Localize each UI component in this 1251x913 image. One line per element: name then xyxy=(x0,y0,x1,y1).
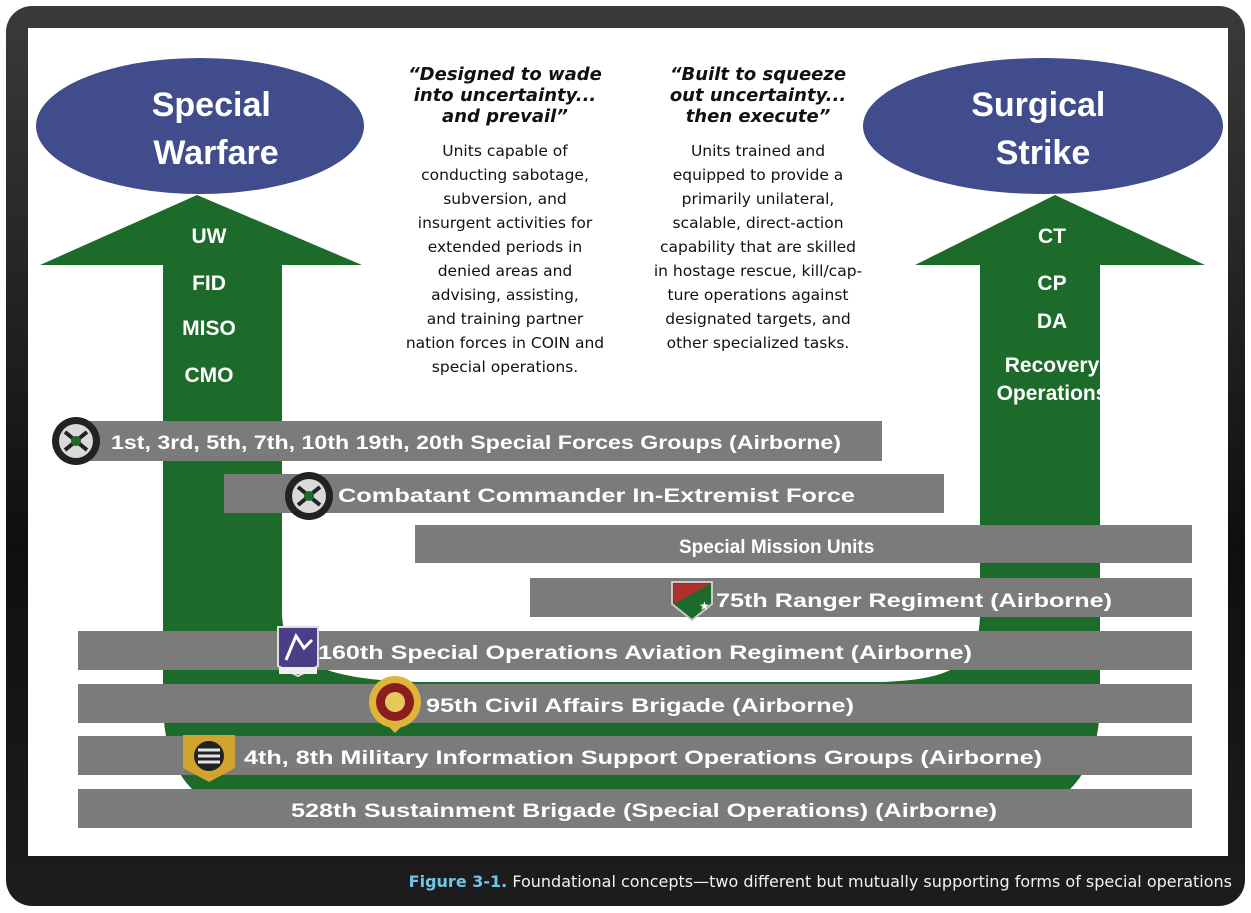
sw-body-line8: and training partner xyxy=(426,310,584,328)
sw-body-line1: Units capable of xyxy=(442,142,568,160)
ss-body-line3: primarily unilateral, xyxy=(681,190,835,208)
sw-item-uw: UW xyxy=(192,225,227,248)
sw-body-line9: nation forces in COIN and xyxy=(405,334,605,352)
ss-body-line8: designated targets, and xyxy=(665,310,851,328)
sw-item-miso: MISO xyxy=(182,317,236,340)
bar-1-label: 1st, 3rd, 5th, 7th, 10th 19th, 20th Spec… xyxy=(111,433,841,454)
ranger-insignia-icon: ★ xyxy=(671,581,713,622)
civil-affairs-insignia-icon xyxy=(369,676,421,733)
ss-quote-line3: then execute” xyxy=(685,106,831,127)
bar-2-label: Combatant Commander In-Extremist Force xyxy=(338,486,855,507)
bar-6 xyxy=(78,684,1192,723)
ss-item-cp: CP xyxy=(1037,272,1066,295)
bar-4 xyxy=(530,578,1192,617)
bar-3 xyxy=(415,525,1192,563)
svg-text:★: ★ xyxy=(699,599,710,613)
sw-body-line3: subversion, and xyxy=(443,190,567,208)
bar-5-label: 160th Special Operations Aviation Regime… xyxy=(318,643,972,664)
ss-body-line6: in hostage rescue, kill/cap- xyxy=(653,262,863,280)
surgical-strike-title-line2: Strike xyxy=(996,134,1091,172)
ss-body-line4: scalable, direct-action xyxy=(672,214,844,232)
ss-item-recovery: Recovery xyxy=(1005,354,1100,377)
bar-7 xyxy=(78,736,1192,775)
sw-item-cmo: CMO xyxy=(185,364,234,387)
sw-body-line6: denied areas and xyxy=(437,262,573,280)
figure-caption: Figure 3-1. Foundational concepts—two di… xyxy=(0,872,1232,891)
sw-quote-line2: into uncertainty... xyxy=(413,85,597,106)
bar-5 xyxy=(78,631,1192,670)
special-warfare-title-line2: Warfare xyxy=(153,134,278,172)
ss-quote-line1: “Built to squeeze xyxy=(669,64,847,85)
ss-body-line7: ture operations against xyxy=(667,286,849,304)
aviation-insignia-icon xyxy=(277,626,319,678)
bar-2 xyxy=(224,474,944,513)
sw-body-line10: special operations. xyxy=(431,358,579,376)
bar-6-label: 95th Civil Affairs Brigade (Airborne) xyxy=(426,696,854,717)
surgical-strike-ellipse xyxy=(863,58,1223,194)
ss-body-line2: equipped to provide a xyxy=(672,166,844,184)
sw-item-fid: FID xyxy=(192,272,226,295)
ss-body-line5: capability that are skilled xyxy=(659,238,857,256)
sw-body-line4: insurgent activities for xyxy=(417,214,593,232)
bar-7-label: 4th, 8th Military Information Support Op… xyxy=(244,748,1042,769)
sw-quote-line3: and prevail” xyxy=(442,106,568,127)
bar-3-label: Special Mission Units xyxy=(679,537,874,558)
bar-4-label: 75th Ranger Regiment (Airborne) xyxy=(716,591,1112,612)
bar-8-label: 528th Sustainment Brigade (Special Opera… xyxy=(291,801,997,822)
ss-item-ct: CT xyxy=(1038,225,1066,248)
sw-quote-line1: “Designed to wade xyxy=(408,64,602,85)
ss-body-line1: Units trained and xyxy=(690,142,826,160)
sw-body-line7: advising, assisting, xyxy=(431,286,579,304)
special-warfare-title-line1: Special xyxy=(152,86,271,124)
miso-insignia-icon xyxy=(183,735,235,782)
figure-caption-label: Figure 3-1. xyxy=(408,872,508,891)
special-warfare-description: “Designed to wade into uncertainty... an… xyxy=(393,64,617,379)
figure-caption-text: Foundational concepts—two different but … xyxy=(512,872,1232,891)
ss-item-da: DA xyxy=(1037,310,1067,333)
svg-text:Surgical Strike: Surgical Strike xyxy=(971,86,1115,172)
svg-text:Special Warfare: Special Warfare xyxy=(152,86,281,172)
bar-8 xyxy=(78,789,1192,828)
surgical-strike-description: “Built to squeeze out uncertainty... the… xyxy=(640,64,876,355)
ss-item-operations: Operations xyxy=(997,382,1108,405)
ss-body-line9: other specialized tasks. xyxy=(666,334,850,352)
special-forces-insignia-icon xyxy=(52,417,100,465)
ss-quote-line2: out uncertainty... xyxy=(669,85,847,106)
special-forces-insignia-icon xyxy=(285,472,333,520)
surgical-strike-title-line1: Surgical xyxy=(971,86,1105,124)
special-warfare-ellipse xyxy=(36,58,364,194)
sw-body-line5: extended periods in xyxy=(427,238,583,256)
sw-body-line2: conducting sabotage, xyxy=(421,166,589,184)
bar-1 xyxy=(63,421,882,461)
